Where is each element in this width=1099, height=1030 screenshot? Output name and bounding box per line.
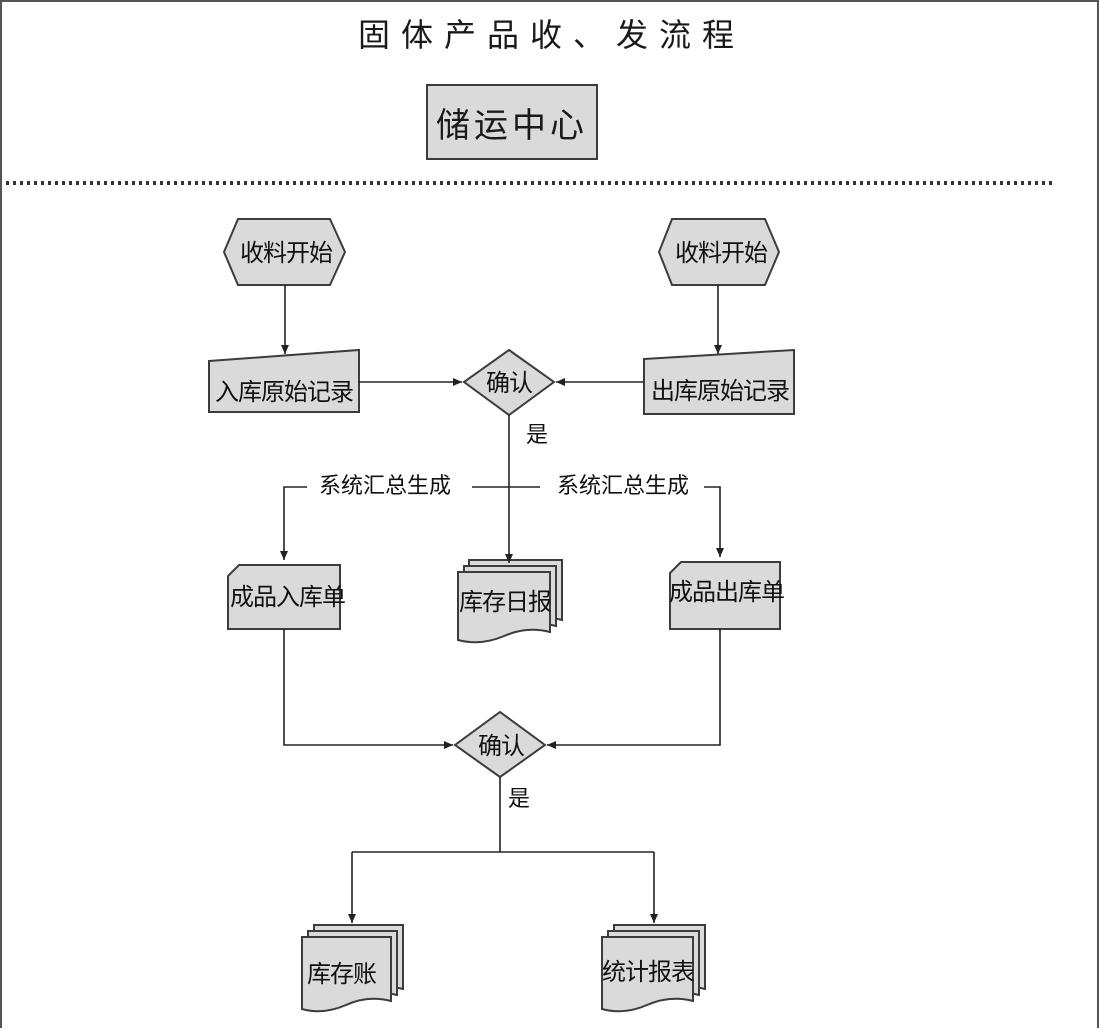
outbound-record-label: 出库原始记录	[651, 377, 790, 405]
inventory-ledger-label: 库存账	[307, 960, 377, 988]
edge-inbound-form-to-confirm-2	[283, 629, 453, 749]
summary-left-label: 系统汇总生成	[315, 476, 456, 498]
start-issue-label: 收料开始	[675, 239, 768, 267]
statistics-report-label: 统计报表	[602, 958, 695, 986]
edge-outbound-form-to-confirm-2	[547, 629, 721, 749]
start-node-issue	[657, 218, 781, 286]
inbound-record-label: 入库原始记录	[215, 378, 354, 406]
inventory-daily-label: 库存日报	[459, 588, 552, 616]
statistics-report-node	[601, 924, 706, 1013]
edge-summary-right	[704, 486, 724, 557]
confirm-1-label: 确认	[486, 369, 533, 397]
start-node-receive	[222, 218, 347, 286]
product-outbound-node	[669, 561, 781, 630]
product-inbound-label: 成品入库单	[230, 583, 346, 611]
outbound-record-node	[643, 348, 795, 415]
confirm-2-label: 确认	[478, 732, 525, 760]
inventory-daily-node	[457, 559, 563, 644]
inbound-record-node	[208, 348, 360, 413]
department-box: 储运中心	[426, 84, 598, 160]
start-receive-label: 收料开始	[240, 239, 333, 267]
yes-label-2: 是	[508, 787, 531, 812]
summary-right-label: 系统汇总生成	[553, 476, 694, 498]
page-title: 固体产品收、发流程	[357, 16, 745, 54]
yes-label-1: 是	[526, 423, 549, 448]
inventory-ledger-node	[301, 924, 404, 1013]
product-outbound-label: 成品出库单	[669, 578, 785, 606]
edge-summary-left	[280, 486, 307, 560]
